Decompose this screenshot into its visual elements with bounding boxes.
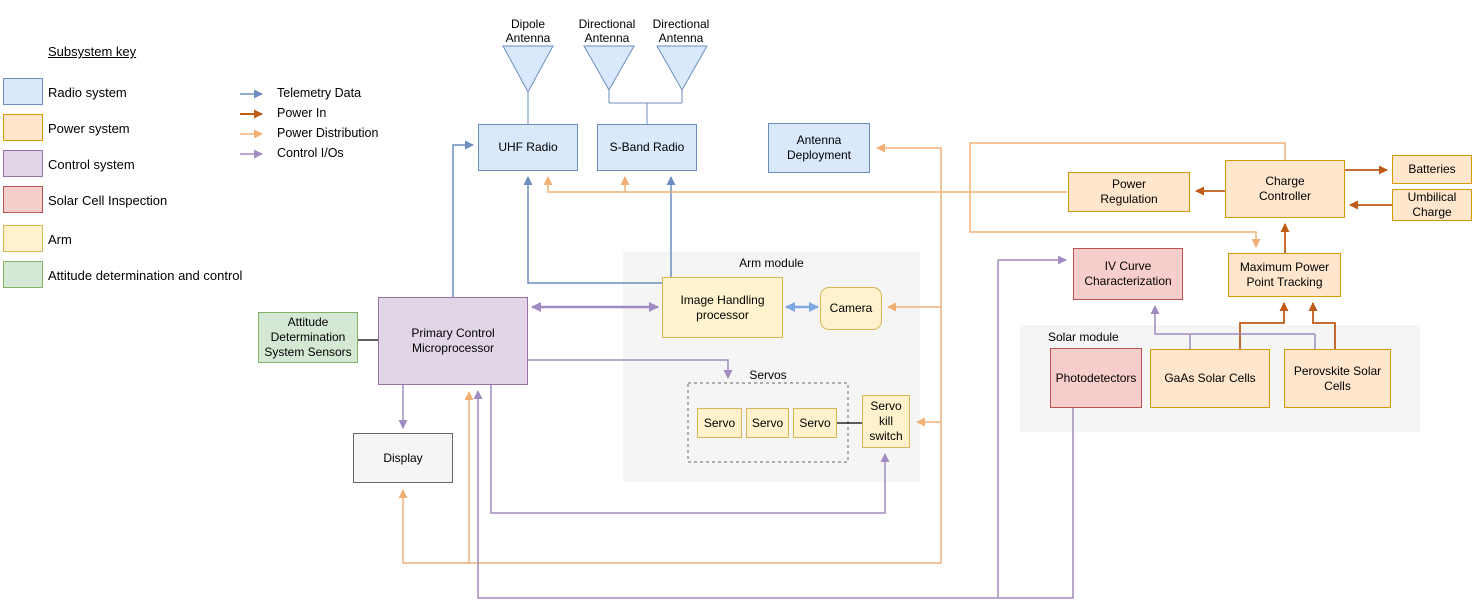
solar-module-label: Solar module <box>1048 330 1119 344</box>
servos-group-label: Servos <box>749 368 787 382</box>
arrowkey-powerdist-icon <box>238 127 272 141</box>
dipole-antenna-icon <box>502 45 554 94</box>
control-photodetectors-to-pcm <box>473 390 1074 599</box>
node-mppt: Maximum Power Point Tracking <box>1228 253 1341 297</box>
node-uhf-radio: UHF Radio <box>478 124 578 171</box>
key-swatch-attitude <box>3 261 43 288</box>
telemetry-imageproc-to-uhf <box>523 176 671 284</box>
key-label-control: Control system <box>48 157 135 172</box>
node-charge-controller: Charge Controller <box>1225 160 1345 218</box>
key-swatch-radio <box>3 78 43 105</box>
key-label-attitude: Attitude determination and control <box>48 268 243 283</box>
key-swatch-control <box>3 150 43 177</box>
arrowkey-powerin-label: Power In <box>277 106 327 120</box>
key-swatch-power <box>3 114 43 141</box>
node-perovskite-solar-cells: Perovskite Solar Cells <box>1284 349 1391 408</box>
telemetry-pcm-to-uhf <box>452 140 474 297</box>
arrowkey-control-label: Control I/Os <box>277 146 344 160</box>
directional-antenna-icon <box>583 45 635 92</box>
arrowkey-telemetry-label: Telemetry Data <box>277 86 362 100</box>
node-iv-curve-characterization: IV Curve Characterization <box>1073 248 1183 300</box>
arm-module-label: Arm module <box>739 256 804 270</box>
node-display: Display <box>353 433 453 483</box>
powerdist-branch-antenna-deployment <box>876 143 942 192</box>
node-servo-1: Servo <box>697 408 742 438</box>
node-photodetectors: Photodetectors <box>1050 348 1142 408</box>
node-primary-control-microprocessor: Primary Control Microprocessor <box>378 297 528 385</box>
node-umbilical-charge: Umbilical Charge <box>1392 189 1472 221</box>
arrowkey-control-icon <box>238 147 272 161</box>
node-camera: Camera <box>820 287 882 330</box>
arrowkey-telemetry-icon <box>238 87 272 101</box>
node-sband-radio: S-Band Radio <box>597 124 697 171</box>
powerin-perovskite-to-mppt <box>1308 302 1336 349</box>
node-antenna-deployment: Antenna Deployment <box>768 123 870 173</box>
key-swatch-solar-inspection <box>3 186 43 213</box>
control-pcm-to-servos <box>528 359 733 379</box>
control-solarcells-to-ivcurve <box>1155 306 1316 349</box>
control-pcm-to-killswitch <box>490 385 890 514</box>
powerdist-chargectrl-to-mppt <box>969 142 1286 248</box>
key-label-arm: Arm <box>48 232 72 247</box>
node-power-regulation: Power Regulation <box>1068 172 1190 212</box>
powerin-gaas-to-mppt <box>1239 302 1289 349</box>
node-servo-3: Servo <box>793 408 837 438</box>
directional-antenna-label: Directional Antenna <box>652 17 710 45</box>
powerdist-powerreg-to-uhf <box>543 176 1067 193</box>
node-image-handling-processor: Image Handling processor <box>662 277 783 338</box>
key-label-radio: Radio system <box>48 85 127 100</box>
control-branch-to-ivcurve <box>997 255 1067 598</box>
node-servo-kill-switch: Servo kill switch <box>862 395 910 448</box>
subsystem-key-title: Subsystem key <box>48 44 137 59</box>
key-label-power: Power system <box>48 121 130 136</box>
node-batteries: Batteries <box>1392 155 1472 184</box>
node-attitude-determination-sensors: Attitude Determination System Sensors <box>258 312 358 363</box>
node-gaas-solar-cells: GaAs Solar Cells <box>1150 349 1270 408</box>
dipole-antenna-label: Dipole Antenna <box>505 17 551 45</box>
arrowkey-powerin-icon <box>238 107 272 121</box>
key-swatch-arm <box>3 225 43 252</box>
key-label-solar-inspection: Solar Cell Inspection <box>48 193 168 208</box>
directional-feed-lines <box>608 90 683 124</box>
node-servo-2: Servo <box>746 408 789 438</box>
powerdist-trunk-to-display <box>398 192 942 564</box>
directional-antenna-icon <box>656 45 708 92</box>
directional-antenna-label: Directional Antenna <box>578 17 636 45</box>
arrowkey-powerdist-label: Power Distribution <box>277 126 379 140</box>
